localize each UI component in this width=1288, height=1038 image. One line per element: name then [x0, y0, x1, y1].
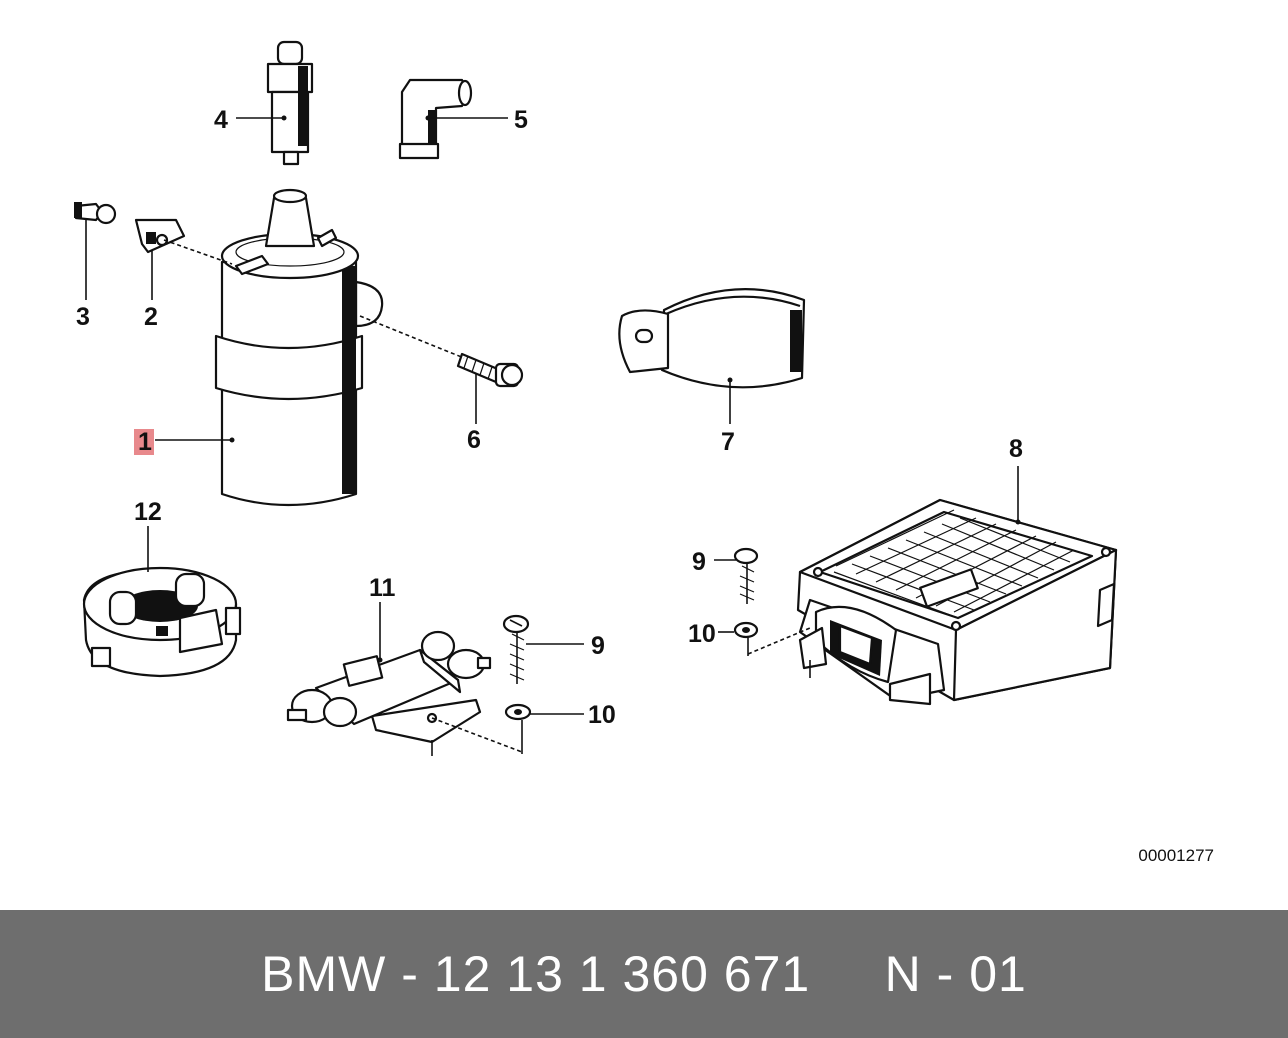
- reference-code: 00001277: [1138, 846, 1214, 865]
- part-3-bolt: [74, 202, 117, 225]
- part-4-connector: [266, 40, 314, 166]
- part-1-ignition-coil: [214, 188, 384, 507]
- part-12-distributor-cap: [82, 566, 242, 678]
- callout-5[interactable]: 5: [514, 106, 528, 134]
- part-number-label: BMW - 12 13 1 360 671 N - 01: [261, 946, 1027, 1002]
- callout-10-control-unit[interactable]: 10: [688, 620, 716, 648]
- callout-7[interactable]: 7: [721, 428, 735, 456]
- callout-1[interactable]: 1: [138, 428, 152, 456]
- part-10-washer-b: [733, 621, 759, 639]
- callout-labels: 1 2 3 4 5 6 7 8 9 10 9 10 11 12: [76, 106, 1023, 729]
- part-10-washer-a: [504, 703, 532, 721]
- part-11-resistor: [286, 630, 492, 744]
- highlight-box: [134, 429, 154, 455]
- part-8-control-unit: [796, 498, 1118, 706]
- part-2-bracket: [134, 218, 186, 254]
- part-5-angled-plug: [398, 78, 473, 160]
- callout-9-control-unit[interactable]: 9: [692, 548, 706, 576]
- callout-11[interactable]: 11: [369, 574, 396, 602]
- callout-9-resistor[interactable]: 9: [591, 632, 605, 660]
- footer-bar: BMW - 12 13 1 360 671 N - 01: [0, 910, 1288, 1038]
- heatsink-grid: [833, 509, 1075, 619]
- callout-6[interactable]: 6: [467, 426, 481, 454]
- part-9-screw-a: [502, 614, 530, 684]
- callout-2[interactable]: 2: [144, 303, 158, 331]
- callout-4[interactable]: 4: [214, 106, 228, 134]
- callout-12[interactable]: 12: [134, 498, 162, 526]
- parts-diagram: 1 2 3 4 5 6 7 8 9 10 9 10 11 12: [74, 40, 1118, 756]
- part-7-clamp: [618, 288, 806, 389]
- callout-8[interactable]: 8: [1009, 435, 1023, 463]
- callout-10-resistor[interactable]: 10: [588, 701, 616, 729]
- part-6-screw: [456, 352, 524, 388]
- leader-lines: [85, 115, 1021, 756]
- part-9-screw-b: [733, 547, 759, 604]
- callout-3[interactable]: 3: [76, 303, 90, 331]
